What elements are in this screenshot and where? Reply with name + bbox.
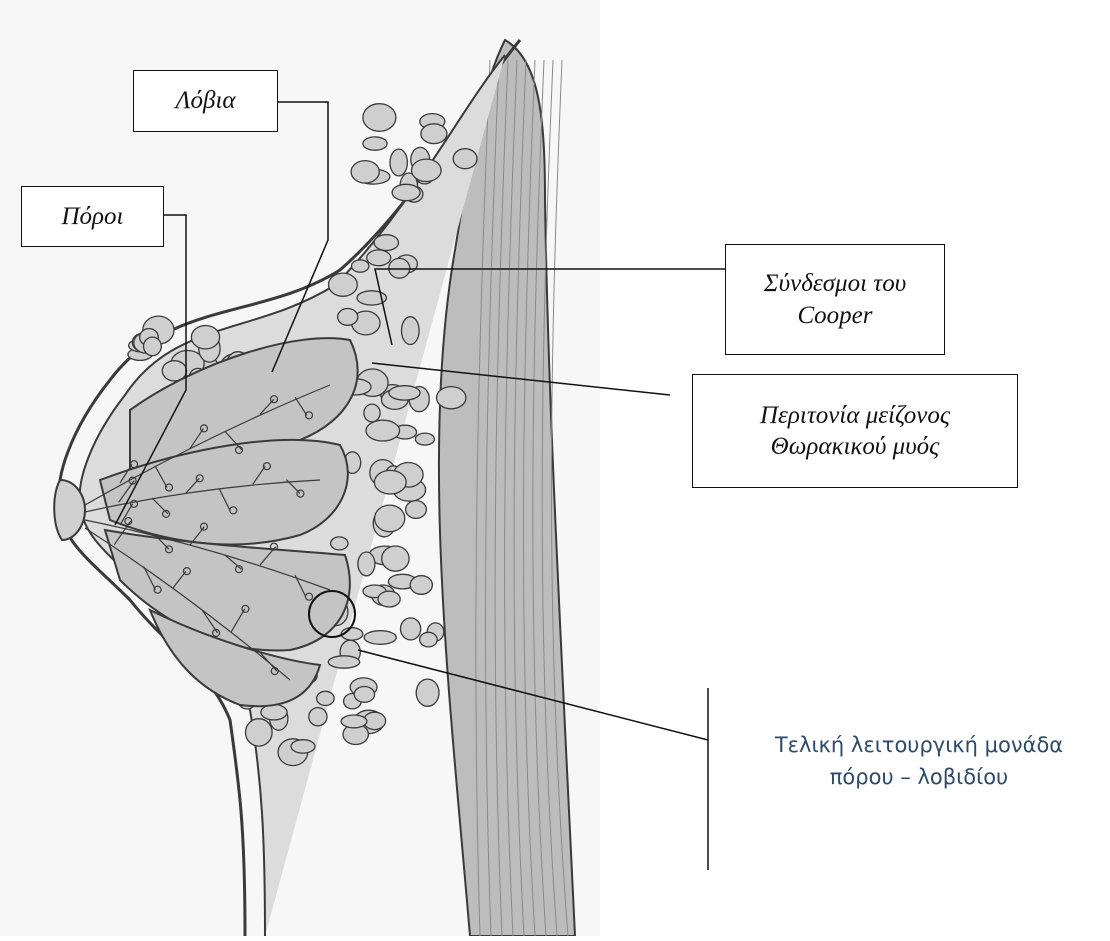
fat-lobule: [366, 420, 400, 441]
fat-lobule: [341, 715, 367, 728]
fat-lobule: [363, 104, 396, 132]
fat-lobule: [390, 149, 407, 176]
fat-lobule: [382, 546, 409, 571]
ducts-label: Πόροι: [21, 186, 164, 247]
cooper-ligaments-label: Σύνδεσμοι του Cooper: [725, 244, 945, 355]
fat-lobule: [352, 260, 369, 272]
fat-lobule: [364, 631, 396, 645]
fat-lobule: [317, 691, 335, 705]
fat-lobule: [191, 326, 219, 349]
fat-lobule: [421, 124, 447, 144]
fat-lobule: [354, 687, 374, 703]
fat-lobule: [358, 552, 375, 576]
fat-lobule: [378, 591, 400, 607]
fat-lobule: [437, 387, 466, 409]
fat-lobule: [374, 470, 406, 494]
fat-lobule: [415, 433, 434, 445]
fat-lobule: [367, 250, 391, 266]
fat-lobule: [291, 740, 315, 753]
fat-lobule: [401, 618, 421, 640]
fat-lobule: [453, 149, 477, 169]
fat-lobule: [144, 337, 162, 356]
fat-lobule: [309, 708, 327, 726]
fat-lobule: [420, 632, 438, 647]
fat-lobule: [338, 309, 358, 326]
fat-lobule: [402, 317, 420, 345]
pectoralis-fascia-label: Περιτονία μείζονος Θωρακικού μυός: [692, 374, 1018, 488]
fat-lobule: [245, 719, 272, 746]
fat-lobule: [351, 161, 379, 183]
fat-lobule: [364, 404, 380, 422]
fat-lobule: [416, 679, 439, 706]
fat-lobule: [389, 386, 420, 400]
tdlu-label: Τελική λειτουργική μονάδα πόρου – λοβιδί…: [728, 730, 1110, 793]
fat-lobule: [374, 235, 398, 251]
fat-lobule: [406, 501, 427, 519]
fat-lobule: [331, 537, 348, 550]
fat-lobule: [412, 159, 442, 181]
fat-lobule: [375, 505, 405, 532]
fat-lobule: [410, 576, 432, 595]
fat-lobule: [363, 137, 387, 150]
fat-lobule: [328, 656, 359, 668]
fat-lobule: [392, 184, 420, 200]
fat-lobule: [329, 273, 358, 296]
lobules-label: Λόβια: [133, 70, 278, 132]
